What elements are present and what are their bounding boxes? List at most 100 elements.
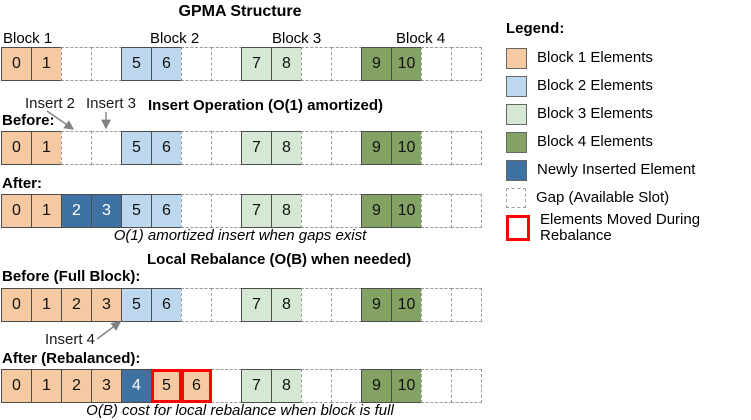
legend-item-block1: Block 1 Elements xyxy=(506,44,744,72)
rebalance-caption: O(B) cost for local rebalance when block… xyxy=(86,402,394,419)
rebalance-before-label: Before (Full Block): xyxy=(2,268,141,285)
legend-item-label: Block 1 Elements xyxy=(537,48,653,66)
legend-item-label: Block 3 Elements xyxy=(537,104,653,122)
gap-cell xyxy=(61,47,92,81)
element-cell-1: 1 xyxy=(31,288,62,322)
element-cell-10: 10 xyxy=(391,369,422,403)
element-cell-1: 1 xyxy=(31,194,62,228)
gap-cell xyxy=(331,47,362,81)
legend-item-moved: Elements Moved During Rebalance xyxy=(506,211,744,245)
gap-cell xyxy=(211,194,242,228)
gap-cell xyxy=(301,47,332,81)
block4-label: Block 4 xyxy=(396,30,446,47)
legend-item-label: Block 2 Elements xyxy=(537,76,653,94)
element-cell-5: 5 xyxy=(151,369,182,403)
element-cell-9: 9 xyxy=(361,288,392,322)
gap-cell xyxy=(181,194,212,228)
element-cell-6: 6 xyxy=(151,131,182,165)
insert3-annotation: Insert 3 xyxy=(86,95,137,112)
legend-item-block2: Block 2 Elements xyxy=(506,72,744,100)
gap-cell xyxy=(451,369,482,403)
element-cell-1: 1 xyxy=(31,369,62,403)
legend-item-label: Block 4 Elements xyxy=(537,132,653,150)
element-cell-7: 7 xyxy=(241,369,272,403)
element-cell-4: 4 xyxy=(121,369,152,403)
block3-label: Block 3 xyxy=(272,30,322,47)
insert-before-label: Before: xyxy=(2,112,55,129)
element-cell-3: 3 xyxy=(91,288,122,322)
element-cell-6: 6 xyxy=(181,369,212,403)
element-cell-7: 7 xyxy=(241,131,272,165)
insert-caption: O(1) amortized insert when gaps exist xyxy=(113,227,367,244)
gap-cell xyxy=(331,288,362,322)
gap-cell xyxy=(91,131,122,165)
gap-cell xyxy=(331,194,362,228)
element-cell-0: 0 xyxy=(1,369,32,403)
rebalance-after-label: After (Rebalanced): xyxy=(2,350,141,367)
legend-swatch-new xyxy=(506,159,527,181)
gap-cell xyxy=(211,288,242,322)
legend-item-block4: Block 4 Elements xyxy=(506,128,744,156)
gap-cell xyxy=(331,131,362,165)
element-cell-0: 0 xyxy=(1,47,32,81)
insert4-arrow xyxy=(96,321,122,340)
element-cell-6: 6 xyxy=(151,47,182,81)
gap-cell xyxy=(301,131,332,165)
gap-cell xyxy=(451,194,482,228)
element-cell-5: 5 xyxy=(121,288,152,322)
element-cell-8: 8 xyxy=(271,131,302,165)
element-cell-6: 6 xyxy=(151,288,182,322)
gap-cell xyxy=(301,369,332,403)
gap-cell xyxy=(421,194,452,228)
legend-title: Legend: xyxy=(506,20,565,37)
element-cell-2: 2 xyxy=(61,194,92,228)
legend-item-label: Elements Moved During Rebalance xyxy=(540,211,701,245)
gap-cell xyxy=(211,47,242,81)
gap-cell xyxy=(181,288,212,322)
element-cell-6: 6 xyxy=(151,194,182,228)
element-cell-8: 8 xyxy=(271,369,302,403)
element-cell-8: 8 xyxy=(271,47,302,81)
gap-cell xyxy=(61,131,92,165)
element-cell-1: 1 xyxy=(31,47,62,81)
gap-cell xyxy=(421,369,452,403)
gap-cell xyxy=(301,194,332,228)
element-cell-9: 9 xyxy=(361,194,392,228)
legend-item-label: Gap (Available Slot) xyxy=(536,188,670,206)
main-title: GPMA Structure xyxy=(178,3,302,20)
element-cell-10: 10 xyxy=(391,47,422,81)
gap-cell xyxy=(301,288,332,322)
legend-item-block3: Block 3 Elements xyxy=(506,100,744,128)
element-cell-7: 7 xyxy=(241,288,272,322)
element-cell-10: 10 xyxy=(391,194,422,228)
element-cell-0: 0 xyxy=(1,194,32,228)
element-cell-5: 5 xyxy=(121,47,152,81)
legend-swatch-block3 xyxy=(506,103,527,125)
gap-cell xyxy=(91,47,122,81)
element-cell-3: 3 xyxy=(91,369,122,403)
element-cell-0: 0 xyxy=(1,131,32,165)
element-cell-7: 7 xyxy=(241,194,272,228)
element-cell-9: 9 xyxy=(361,47,392,81)
element-cell-8: 8 xyxy=(271,288,302,322)
insert-section-title: Insert Operation (O(1) amortized) xyxy=(148,97,384,114)
gap-cell xyxy=(421,131,452,165)
gap-cell xyxy=(211,131,242,165)
element-cell-3: 3 xyxy=(91,194,122,228)
insert2-annotation: Insert 2 xyxy=(25,95,76,112)
element-cell-9: 9 xyxy=(361,369,392,403)
legend-swatch-block1 xyxy=(506,47,527,69)
block2-label: Block 2 xyxy=(150,30,200,47)
element-cell-2: 2 xyxy=(61,369,92,403)
gap-cell xyxy=(181,47,212,81)
element-cell-10: 10 xyxy=(391,288,422,322)
gap-cell xyxy=(451,47,482,81)
legend-swatch-block2 xyxy=(506,75,527,97)
legend-item-gap: Gap (Available Slot) xyxy=(506,184,744,212)
